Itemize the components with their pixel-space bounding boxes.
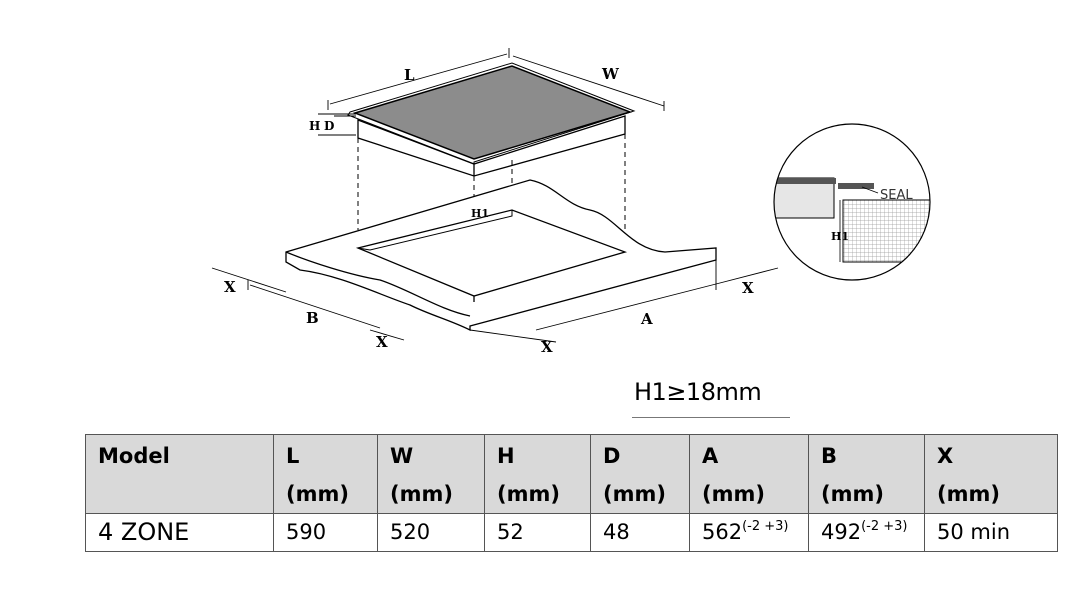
installation-diagram: L W H D H1 X B X X A X SEAL H1 bbox=[211, 48, 931, 356]
label-B: B bbox=[306, 309, 319, 327]
label-X-right: X bbox=[742, 279, 754, 297]
header-a: A(mm) bbox=[689, 434, 809, 514]
header-x: X(mm) bbox=[924, 434, 1058, 514]
cell-h: 52 bbox=[484, 513, 591, 552]
cell-w: 520 bbox=[377, 513, 485, 552]
label-X-bottom-left: X bbox=[376, 333, 388, 351]
header-model: Model bbox=[85, 434, 274, 514]
dimensions-table: Model L(mm) W(mm) H(mm) D(mm) A(mm) B(mm… bbox=[85, 434, 1058, 552]
tolerance-b: (-2 +3) bbox=[861, 519, 908, 534]
header-d: D(mm) bbox=[590, 434, 690, 514]
cell-l: 590 bbox=[273, 513, 378, 552]
dimension-lines bbox=[211, 48, 779, 343]
header-w: W(mm) bbox=[377, 434, 485, 514]
table-header-row: Model L(mm) W(mm) H(mm) D(mm) A(mm) B(mm… bbox=[85, 434, 1058, 514]
cell-a: 562(-2 +3) bbox=[689, 513, 809, 552]
seal-detail: SEAL H1 bbox=[773, 123, 931, 281]
label-H: H bbox=[309, 119, 320, 133]
label-W: W bbox=[601, 65, 620, 83]
label-X-bottom: X bbox=[541, 338, 553, 356]
label-X-left: X bbox=[224, 278, 236, 296]
table-row: 4 ZONE 590 520 52 48 562(-2 +3) 492(-2 +… bbox=[85, 513, 1058, 552]
cell-b: 492(-2 +3) bbox=[808, 513, 925, 552]
label-H1-top: H1 bbox=[471, 207, 489, 220]
label-seal: SEAL bbox=[880, 188, 913, 203]
worktop bbox=[285, 179, 717, 332]
header-l: L(mm) bbox=[273, 434, 378, 514]
label-D: D bbox=[324, 119, 334, 133]
hob-unit bbox=[347, 62, 636, 177]
cell-d: 48 bbox=[590, 513, 690, 552]
cell-model: 4 ZONE bbox=[85, 513, 274, 552]
diagram-labels: L W H D H1 X B X X A X bbox=[224, 65, 754, 356]
note-underline bbox=[632, 417, 790, 418]
h1-requirement-note: H1≥18mm bbox=[634, 378, 762, 406]
label-L: L bbox=[404, 66, 415, 84]
tolerance-a: (-2 +3) bbox=[742, 519, 789, 534]
header-h: H(mm) bbox=[484, 434, 591, 514]
header-b: B(mm) bbox=[808, 434, 925, 514]
cell-x: 50 min bbox=[924, 513, 1058, 552]
label-A: A bbox=[640, 310, 653, 328]
